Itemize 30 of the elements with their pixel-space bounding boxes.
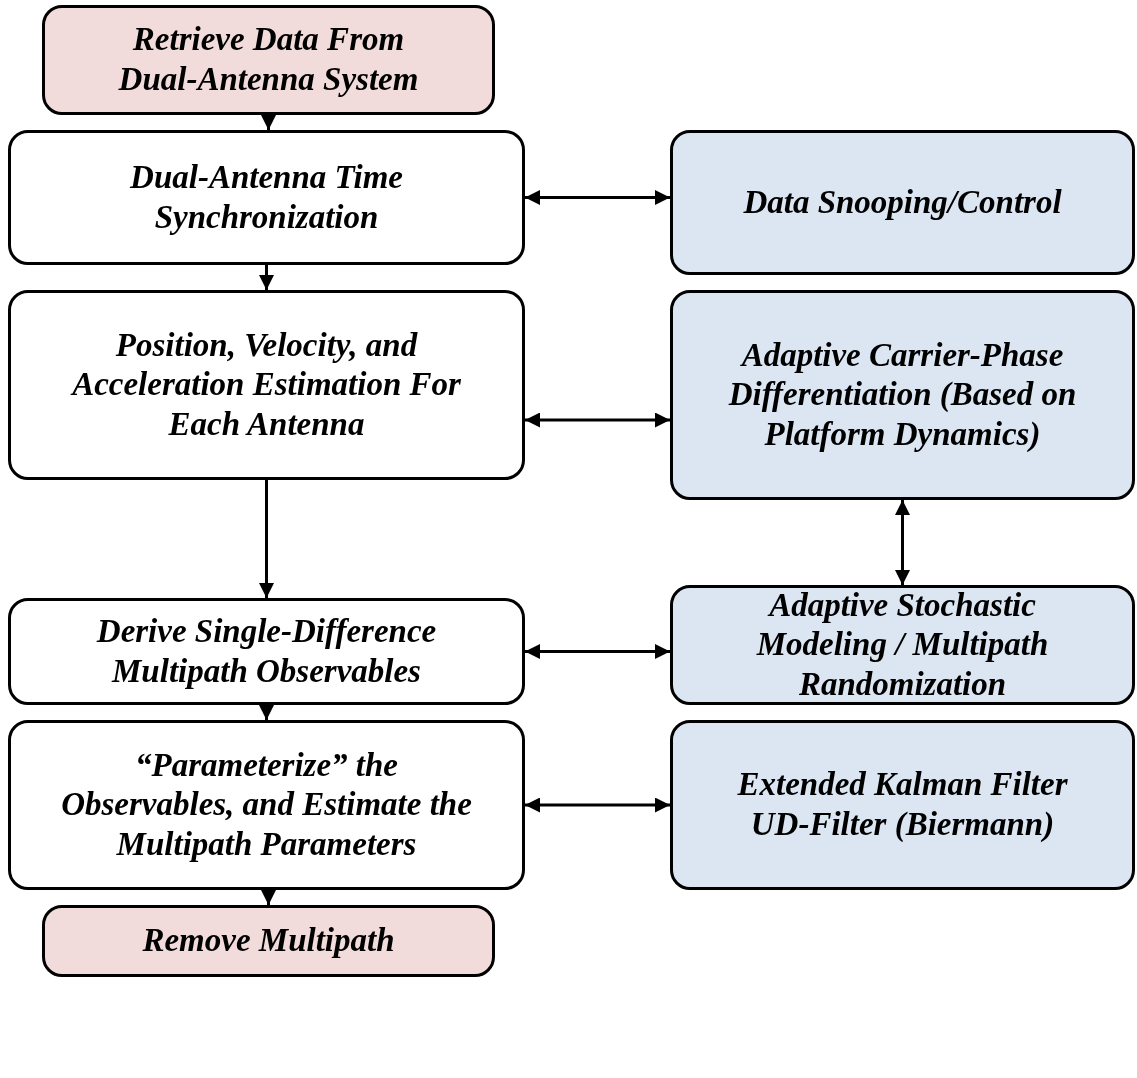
process-box	[8, 130, 525, 265]
process-box	[8, 720, 525, 890]
method-box	[670, 585, 1135, 705]
node-text: Adaptive Carrier-Phase Differentiation (Based on Platform Dynamics)	[727, 335, 1078, 454]
node-text: Data Snooping/Control	[743, 182, 1062, 222]
node-text: “Parameterize” the Observables, and Estimate the Multipath Parameters	[60, 745, 473, 864]
method-box	[670, 130, 1135, 275]
node-text: Dual-Antenna Time Synchronization	[129, 157, 404, 237]
process-box	[8, 290, 525, 480]
arrow	[525, 412, 670, 428]
node-text: Retrieve Data From Dual-Antenna System	[117, 20, 420, 99]
arrow	[525, 644, 670, 659]
arrow	[525, 190, 670, 205]
arrow	[259, 265, 274, 290]
arrow	[259, 705, 274, 720]
arrow	[261, 890, 276, 905]
terminal-box	[42, 905, 495, 977]
terminal-box	[42, 5, 495, 115]
node-text: Remove Multipath	[142, 921, 395, 961]
arrow	[259, 480, 274, 598]
node-text: Position, Velocity, and Acceleration Estimation For Each Antenna	[69, 325, 462, 444]
node-text: Derive Single-Difference Multipath Observables	[95, 611, 438, 691]
process-box	[8, 598, 525, 705]
arrow	[525, 797, 670, 813]
method-box	[670, 290, 1135, 500]
node-text: Extended Kalman Filter UD-Filter (Biermann)	[736, 765, 1069, 844]
method-box	[670, 720, 1135, 890]
node-text: Adaptive Stochastic Modeling / Multipath Randomization	[755, 585, 1050, 704]
arrow	[261, 115, 276, 130]
arrow	[895, 500, 910, 585]
